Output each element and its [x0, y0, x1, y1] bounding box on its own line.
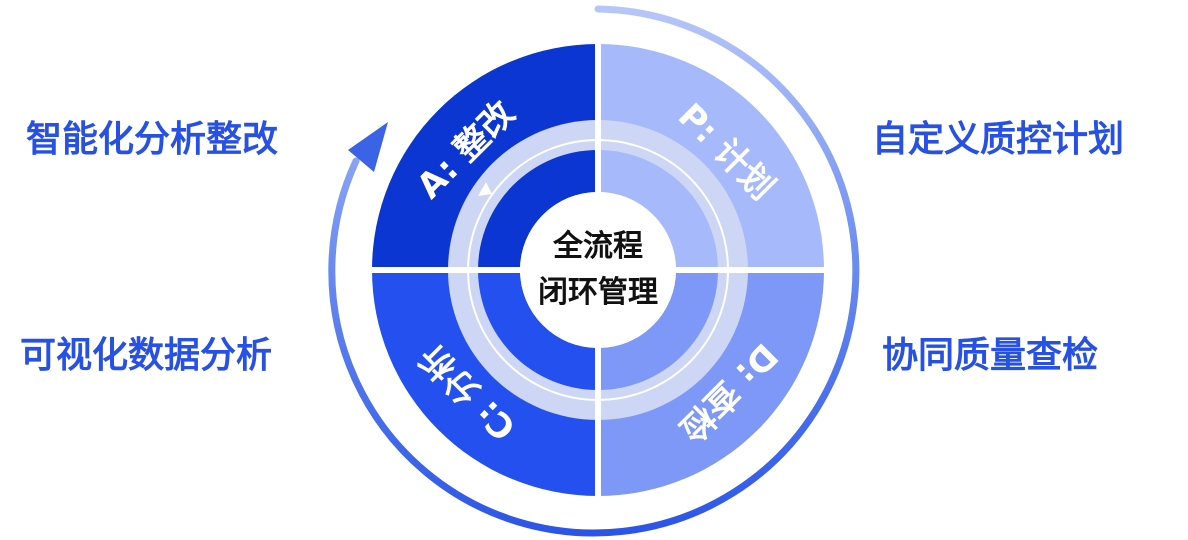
small-arrow-icon: [478, 182, 492, 196]
circular-arrow-icon: [328, 5, 860, 537]
label-collab-quality-check: 协同质量查检: [882, 335, 1099, 376]
center-title-line1: 全流程: [552, 229, 643, 264]
label-visual-data-analysis: 可视化数据分析: [20, 335, 273, 376]
center-disc-cover: [520, 192, 676, 348]
label-smart-analysis-rectification: 智能化分析整改: [26, 119, 279, 160]
center-title-line2: 闭环管理: [538, 275, 658, 310]
label-custom-qc-plan: 自定义质控计划: [872, 119, 1125, 160]
